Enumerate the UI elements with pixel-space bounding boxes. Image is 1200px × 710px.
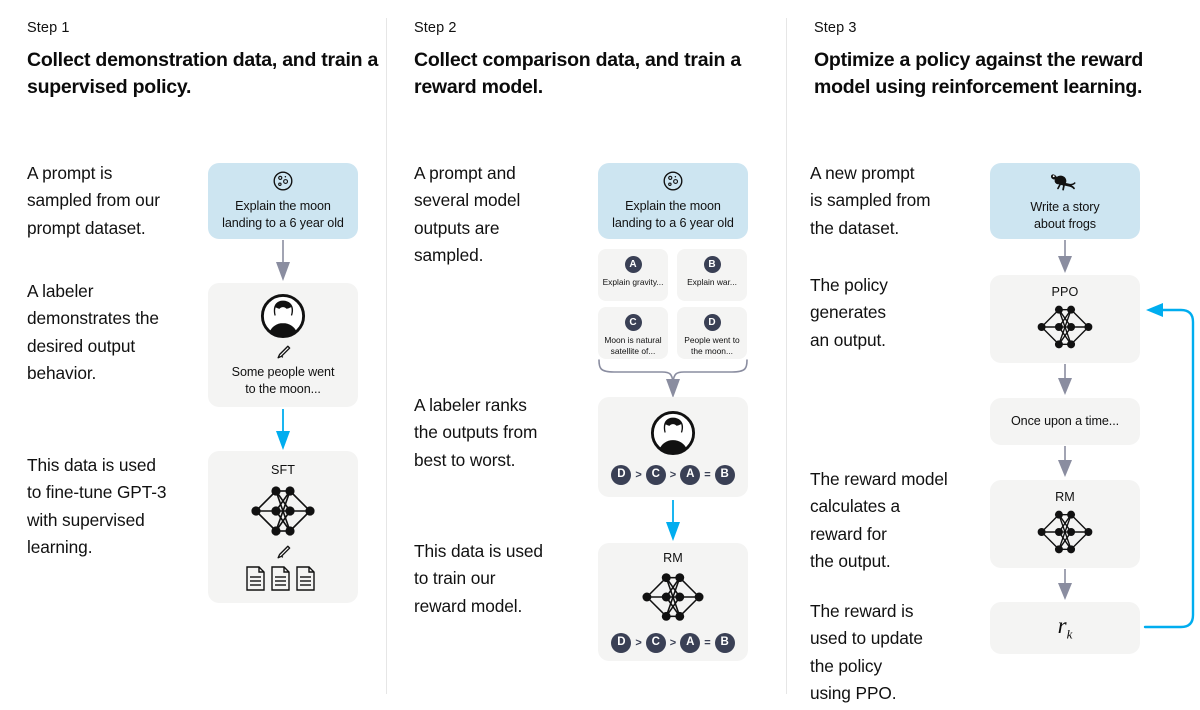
step-3-rm-title: RM: [1055, 490, 1075, 504]
step-2-output-text-a: Explain gravity...: [602, 277, 664, 287]
pencil-icon: [274, 343, 292, 361]
rm-rank-badge-4: B: [714, 633, 735, 653]
step-3-caption-2: The policy generates an output.: [810, 275, 888, 350]
step-2-labeler-rank-card[interactable]: D > C > A = B: [598, 397, 748, 497]
step-2-rm-ranking: D > C > A = B: [611, 633, 735, 653]
step-2-rm-title: RM: [663, 551, 683, 565]
neural-network-icon: [636, 568, 710, 626]
column-divider-1: [386, 18, 387, 694]
step-1-arrow-1: [272, 240, 294, 282]
option-badge-a: A: [624, 256, 642, 273]
step-2-output-card-b[interactable]: B Explain war...: [677, 249, 747, 301]
frog-icon: [1050, 170, 1080, 192]
step-2-column: Step 2 Collect comparison data, and trai…: [387, 0, 773, 710]
step-3-caption-4: The reward is used to update the policy …: [810, 601, 923, 703]
step-3-ppo-card[interactable]: PPO: [990, 275, 1140, 363]
step-3-feedback-loop-arrow: [1137, 300, 1199, 635]
step-1-caption-2: A labeler demonstrates the desired outpu…: [27, 281, 159, 383]
step-3-output-card[interactable]: Once upon a time...: [990, 398, 1140, 445]
step-1-caption-3: This data is used to fine-tune GPT-3 wit…: [27, 455, 167, 557]
neural-network-icon: [1032, 506, 1098, 558]
step-3-arrow-3: [1054, 446, 1076, 478]
rm-rank-badge-2: C: [645, 633, 666, 653]
step-2-caption-1: A prompt and several model outputs are s…: [414, 163, 521, 265]
step-3-caption-3: The reward model calculates a reward for…: [810, 469, 948, 571]
option-badge-d: D: [703, 314, 721, 331]
rank-badge-2: C: [645, 464, 666, 485]
moon-icon: [662, 170, 684, 192]
column-divider-2: [786, 18, 787, 694]
step-3-reward-card[interactable]: rk: [990, 602, 1140, 654]
rm-rank-badge-1: D: [611, 633, 632, 653]
moon-icon: [272, 170, 294, 192]
step-2-title: Collect comparison data, and train a rew…: [414, 49, 741, 98]
step-2-caption-2: A labeler ranks the outputs from best to…: [414, 395, 538, 470]
option-badge-c: C: [624, 314, 642, 331]
reward-symbol-subscript: k: [1066, 626, 1073, 642]
step-2-label: Step 2: [414, 20, 457, 36]
neural-network-icon: [246, 481, 320, 541]
reward-symbol: rk: [1058, 613, 1073, 643]
step-1-title: Collect demonstration data, and train a …: [27, 49, 379, 98]
step-2-output-card-c[interactable]: C Moon is natural satellite of...: [598, 307, 668, 359]
step-2-ranking: D > C > A = B: [611, 464, 735, 485]
step-3-arrow-2: [1054, 364, 1076, 396]
step-2-prompt-text: Explain the moon landing to a 6 year old: [612, 199, 734, 230]
step-1-caption-1: A prompt is sampled from our prompt data…: [27, 163, 160, 238]
step-1-sft-title: SFT: [270, 462, 296, 477]
rank-badge-1: D: [611, 464, 632, 485]
rm-rank-op-1: >: [635, 637, 642, 649]
person-icon: [650, 410, 696, 456]
step-1-labeler-card[interactable]: Some people went to the moon...: [208, 283, 358, 407]
step-2-output-card-a[interactable]: A Explain gravity...: [598, 249, 668, 301]
step-2-arrow-blue: [662, 500, 684, 542]
reward-symbol-base: r: [1057, 613, 1067, 639]
pencil-icon: [274, 543, 292, 561]
step-2-prompt-card[interactable]: Explain the moon landing to a 6 year old: [598, 163, 748, 239]
rank-badge-4: B: [714, 464, 735, 485]
neural-network-icon: [1032, 301, 1098, 353]
step-3-column: Step 3 Optimize a policy against the rew…: [787, 0, 1195, 710]
step-2-brace-merge-arrow: [594, 358, 752, 400]
step-1-prompt-text: Explain the moon landing to a 6 year old: [222, 199, 344, 230]
person-icon: [260, 293, 306, 339]
rank-badge-3: A: [680, 464, 701, 485]
step-2-output-text-d: People went to the moon...: [684, 335, 740, 356]
step-1-labeler-text: Some people went to the moon...: [231, 364, 335, 396]
rm-rank-op-2: >: [669, 637, 677, 649]
step-1-column: Step 1 Collect demonstration data, and t…: [0, 0, 386, 710]
step-3-output-text: Once upon a time...: [1010, 414, 1119, 428]
option-badge-b: B: [703, 256, 721, 273]
rm-rank-badge-3: A: [680, 633, 701, 653]
step-1-label: Step 1: [27, 20, 70, 36]
step-3-caption-1: A new prompt is sampled from the dataset…: [810, 163, 931, 238]
rm-rank-op-3: =: [704, 637, 711, 649]
rank-op-1: >: [635, 468, 642, 481]
step-3-label: Step 3: [814, 20, 857, 36]
step-1-prompt-card[interactable]: Explain the moon landing to a 6 year old: [208, 163, 358, 239]
rank-op-2: >: [669, 468, 677, 481]
step-3-ppo-title: PPO: [1051, 285, 1079, 299]
step-3-title: Optimize a policy against the reward mod…: [814, 49, 1144, 98]
step-3-rm-card[interactable]: RM: [990, 480, 1140, 568]
step-2-output-text-b: Explain war...: [687, 277, 737, 287]
step-2-rm-card[interactable]: RM: [598, 543, 748, 661]
step-1-arrow-2: [272, 409, 294, 451]
step-3-prompt-card[interactable]: Write a story about frogs: [990, 163, 1140, 239]
step-1-sft-card[interactable]: SFT: [208, 451, 358, 603]
step-2-output-card-d[interactable]: D People went to the moon...: [677, 307, 747, 359]
rank-op-3: =: [704, 468, 711, 481]
step-3-prompt-text: Write a story about frogs: [1030, 199, 1100, 231]
documents-icon: [245, 565, 321, 592]
step-3-arrow-1: [1054, 240, 1076, 274]
step-2-output-text-c: Moon is natural satellite of...: [604, 335, 662, 356]
step-2-caption-3: This data is used to train our reward mo…: [414, 541, 543, 616]
step-3-arrow-4: [1054, 569, 1076, 601]
